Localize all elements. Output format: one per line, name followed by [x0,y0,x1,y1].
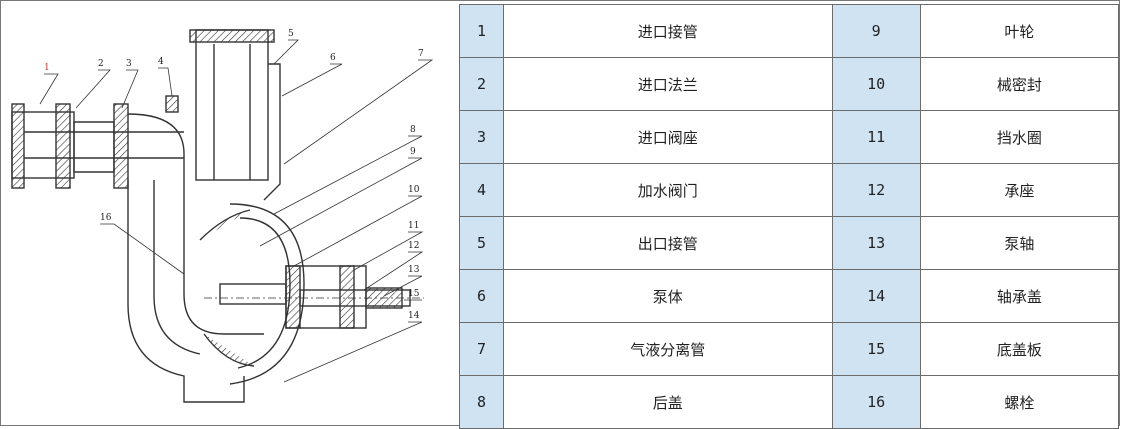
callout-7: 7 [418,49,424,59]
callout-8: 8 [410,125,416,135]
table-row: 3 进口阀座 11 挡水圈 [458,110,1120,164]
part-number: 7 [458,322,505,376]
parts-table: 1 进口接管 9 叶轮 2 进口法兰 10 械密封 3 进口阀座 11 挡水圈 … [458,4,1120,429]
part-name: 叶轮 [919,4,1120,58]
inlet-valve-seat-shape [55,103,71,189]
pump-body-shape [229,203,305,385]
table-row: 8 后盖 16 螺栓 [458,375,1120,429]
part-number: 6 [458,269,505,323]
callout-3: 3 [126,59,132,69]
part-number: 13 [831,216,921,270]
callout-5: 5 [288,29,294,39]
part-number: 2 [458,57,505,111]
callout-2: 2 [98,59,104,69]
callout-12: 12 [408,241,419,251]
callout-11: 11 [408,221,419,231]
callout-4: 4 [158,57,164,67]
impeller-shape [219,283,287,305]
part-name: 后盖 [503,375,833,429]
part-name: 螺栓 [919,375,1120,429]
table-row: 1 进口接管 9 叶轮 [458,4,1120,58]
part-number: 9 [831,4,921,58]
callout-9: 9 [410,147,416,157]
part-number: 1 [458,4,505,58]
table-row: 2 进口法兰 10 械密封 [458,57,1120,111]
part-name: 轴承盖 [919,269,1120,323]
callout-13: 13 [408,265,420,275]
callout-6: 6 [330,53,336,63]
part-name: 泵体 [503,269,833,323]
part-name: 挡水圈 [919,110,1120,164]
part-name: 加水阀门 [503,163,833,217]
part-name: 气液分离管 [503,322,833,376]
table-row: 7 气液分离管 15 底盖板 [458,322,1120,376]
part-name: 泵轴 [919,216,1120,270]
part-name: 进口法兰 [503,57,833,111]
callout-16: 16 [100,213,112,223]
pump-drawing: 1 2 3 4 5 6 7 8 9 10 11 12 13 14 15 16 [11,29,434,403]
inlet-flange-shape [11,103,25,189]
pump-cross-section-diagram: 1 2 3 4 5 6 7 8 9 10 11 12 13 14 15 16 [4,4,456,422]
part-name: 进口阀座 [503,110,833,164]
part-name: 底盖板 [919,322,1120,376]
table-row: 5 出口接管 13 泵轴 [458,216,1120,270]
parts-table-body: 1 进口接管 9 叶轮 2 进口法兰 10 械密封 3 进口阀座 11 挡水圈 … [458,4,1120,429]
part-number: 16 [831,375,921,429]
part-number: 4 [458,163,505,217]
part-number: 14 [831,269,921,323]
table-row: 4 加水阀门 12 承座 [458,163,1120,217]
part-number: 12 [831,163,921,217]
callout-15: 15 [408,289,420,299]
part-name: 出口接管 [503,216,833,270]
part-name: 承座 [919,163,1120,217]
callout-1: 1 [44,63,50,73]
part-name: 进口接管 [503,4,833,58]
part-number: 5 [458,216,505,270]
callout-10: 10 [408,185,420,195]
outlet-pipe-shape [195,29,269,181]
table-row: 6 泵体 14 轴承盖 [458,269,1120,323]
part-name: 械密封 [919,57,1120,111]
part-number: 10 [831,57,921,111]
callout-14: 14 [408,311,420,321]
part-number: 11 [831,110,921,164]
part-number: 8 [458,375,505,429]
part-number: 15 [831,322,921,376]
water-valve-shape [165,95,179,113]
part-number: 3 [458,110,505,164]
